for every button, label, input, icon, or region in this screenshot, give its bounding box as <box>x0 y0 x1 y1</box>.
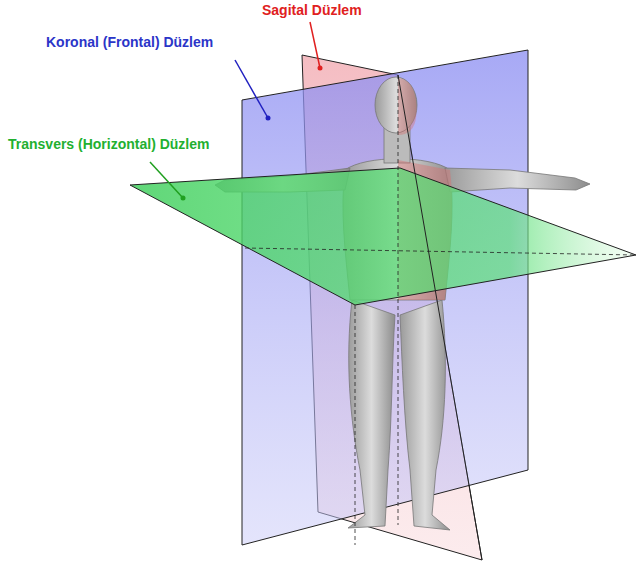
human-figure <box>215 77 590 530</box>
leader-line <box>235 60 268 118</box>
plane-intersection <box>398 75 399 525</box>
plane-edge <box>398 75 482 560</box>
leader-line <box>310 22 320 68</box>
plane-label: Transvers (Horizontal) Düzlem <box>8 136 210 153</box>
leader-dot <box>181 196 186 201</box>
plane-intersection <box>355 305 356 545</box>
transverse-plane <box>130 168 636 305</box>
leader-dot <box>266 116 271 121</box>
plane-intersection <box>245 248 636 255</box>
leader-line <box>150 162 183 198</box>
plane-label: Koronal (Frontal) Düzlem <box>46 34 213 51</box>
leader-dot <box>318 66 323 71</box>
plane-label: Sagital Düzlem <box>262 2 362 19</box>
